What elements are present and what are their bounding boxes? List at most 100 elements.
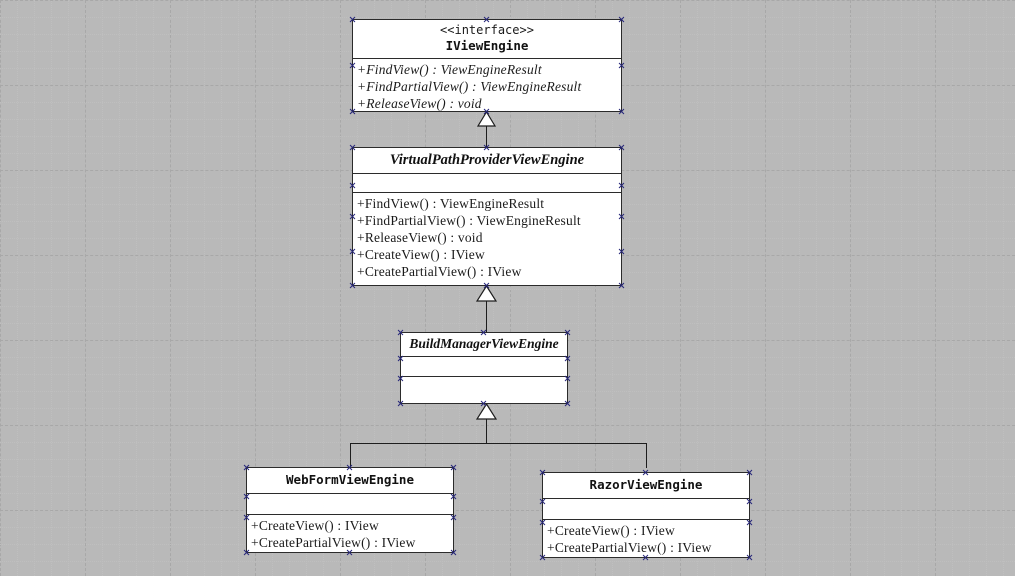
connector-generalization-razor-drop [646,443,647,468]
grid-line-horizontal [0,136,1015,137]
grid-line-vertical [612,0,613,576]
grid-line-vertical [68,0,69,576]
grid-line-vertical [867,0,868,576]
generalization-arrowhead-icon-2 [476,403,497,420]
class-stereotype: <<interface>> [440,23,534,37]
grid-line-vertical [799,0,800,576]
grid-line-vertical [51,0,52,576]
grid-line-vertical [340,0,341,576]
class-methods-compartment: +CreateView() : IView +CreatePartialView… [247,514,453,553]
grid-line-vertical [238,0,239,576]
grid-line-vertical [1003,0,1004,576]
grid-line-horizontal [0,17,1015,18]
grid-line-vertical [697,0,698,576]
grid-line-vertical [935,0,936,576]
grid-line-vertical [357,0,358,576]
class-name: BuildManagerViewEngine [409,336,559,351]
grid-line-vertical [85,0,86,576]
grid-line-vertical [136,0,137,576]
grid-line-vertical [476,0,477,576]
grid-line-vertical [901,0,902,576]
connector-realization-vpve-to-iviewengine [486,126,487,147]
grid-line-vertical [493,0,494,576]
grid-line-vertical [459,0,460,576]
class-method: +CreateView() : IView [547,523,675,538]
class-box-virtualpathproviderviewengine[interactable]: VirtualPathProviderViewEngine +FindView(… [352,147,622,286]
class-box-buildmanagerviewengine[interactable]: BuildManagerViewEngine [400,332,568,404]
grid-line-vertical [374,0,375,576]
class-name: VirtualPathProviderViewEngine [389,152,585,168]
grid-line-horizontal [0,0,1015,1]
class-attributes-compartment [401,356,567,376]
grid-line-vertical [816,0,817,576]
grid-line-horizontal [0,323,1015,324]
grid-line-vertical [782,0,783,576]
grid-line-vertical [629,0,630,576]
class-attributes-compartment [543,498,749,519]
grid-line-horizontal [0,493,1015,494]
grid-line-vertical [204,0,205,576]
grid-line-horizontal [0,425,1015,426]
class-method: +FindPartialView() : ViewEngineResult [357,79,582,94]
grid-line-vertical [289,0,290,576]
grid-line-vertical [833,0,834,576]
grid-line-vertical [510,0,511,576]
class-method: +CreateView() : IView [251,518,379,533]
grid-line-vertical [680,0,681,576]
grid-line-horizontal [0,510,1015,511]
grid-line-horizontal [0,289,1015,290]
grid-line-vertical [17,0,18,576]
grid-line-vertical [714,0,715,576]
grid-line-vertical [986,0,987,576]
class-box-iviewengine[interactable]: <<interface>> IViewEngine +FindView() : … [352,19,622,112]
class-method: +CreatePartialView() : IView [547,540,712,555]
grid-line-horizontal [0,561,1015,562]
grid-line-horizontal [0,544,1015,545]
grid-line-vertical [102,0,103,576]
class-method: +FindPartialView() : ViewEngineResult [357,213,581,228]
grid-line-vertical [272,0,273,576]
connector-generalization-bmve-to-vpve [486,300,487,334]
class-methods-compartment: +FindView() : ViewEngineResult +FindPart… [353,192,621,282]
grid-line-vertical [765,0,766,576]
class-method: +FindView() : ViewEngineResult [357,62,542,77]
grid-line-vertical [0,0,1,576]
grid-line-vertical [663,0,664,576]
class-box-webformviewengine[interactable]: WebFormViewEngine +CreateView() : IView … [246,467,454,553]
grid-line-vertical [952,0,953,576]
class-method: +FindView() : ViewEngineResult [357,196,545,211]
class-name: WebFormViewEngine [286,472,414,487]
generalization-arrowhead-icon-1 [476,285,497,302]
grid-line-vertical [561,0,562,576]
grid-line-vertical [748,0,749,576]
grid-line-vertical [221,0,222,576]
grid-line-vertical [442,0,443,576]
class-title-compartment: RazorViewEngine [543,473,749,498]
grid-line-horizontal [0,527,1015,528]
grid-line-vertical [34,0,35,576]
connector-generalization-branch-bar [350,443,647,444]
grid-line-vertical [850,0,851,576]
class-name: RazorViewEngine [589,477,703,492]
class-title-compartment: WebFormViewEngine [247,468,453,493]
class-method: +ReleaseView() : void [357,230,483,245]
grid-line-vertical [884,0,885,576]
grid-line-vertical [544,0,545,576]
grid-line-vertical [595,0,596,576]
realization-arrowhead-icon [477,111,496,127]
grid-line-vertical [408,0,409,576]
class-methods-compartment [401,376,567,398]
class-method: +ReleaseView() : void [357,96,482,111]
grid-line-vertical [527,0,528,576]
class-attributes-compartment [353,173,621,192]
grid-line-vertical [119,0,120,576]
grid-line-vertical [255,0,256,576]
grid-line-vertical [731,0,732,576]
grid-line-horizontal [0,306,1015,307]
class-box-razorviewengine[interactable]: RazorViewEngine +CreateView() : IView +C… [542,472,750,558]
grid-line-vertical [306,0,307,576]
connector-generalization-trunk [486,418,487,444]
grid-line-vertical [187,0,188,576]
class-method: +CreatePartialView() : IView [251,535,416,550]
